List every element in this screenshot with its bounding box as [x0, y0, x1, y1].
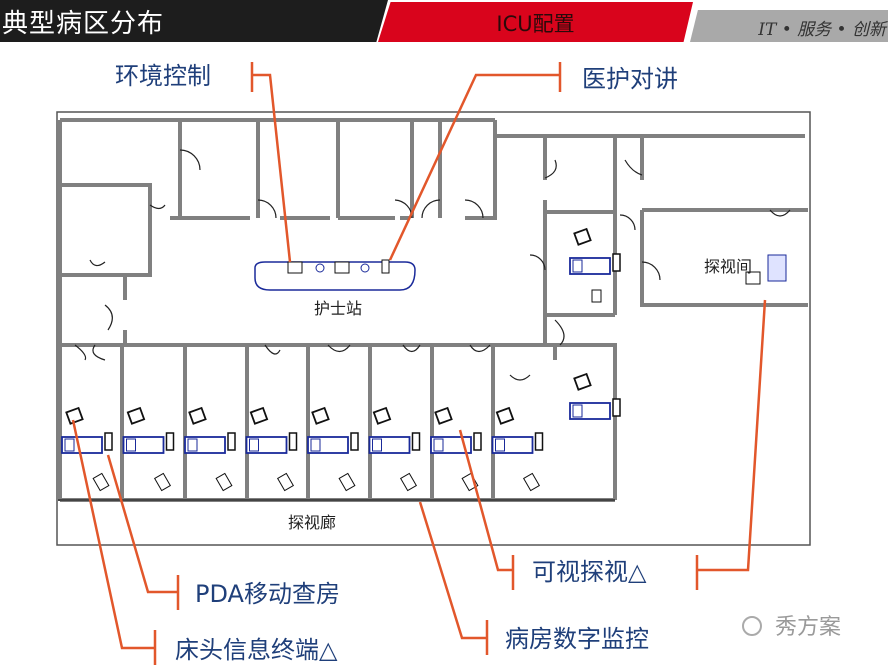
section-label: ICU配置 [496, 12, 575, 36]
callout-video-visit: 可视探视△ [532, 558, 647, 586]
bed-head-icon [372, 438, 382, 452]
watermark: 秀方案 [775, 615, 841, 640]
intercom-icon [381, 259, 390, 274]
camera-icon [399, 472, 418, 492]
monitor-icon [573, 227, 592, 246]
bedside-terminal-icon [104, 432, 113, 451]
wechat-icon [742, 616, 762, 636]
camera-icon [522, 472, 541, 492]
monitor-icon [372, 406, 392, 425]
bed-head-icon [572, 404, 583, 418]
visit-terminal-icon [767, 254, 787, 282]
bedside-terminal-icon [473, 432, 482, 451]
bed-icon [368, 436, 411, 454]
bedside-terminal-icon [165, 432, 175, 451]
camera-icon [215, 472, 233, 492]
bedside-terminal-icon [350, 432, 359, 451]
section-tab: ICU配置 [378, 2, 693, 42]
monitor-icon [334, 261, 350, 274]
camera-icon [276, 472, 295, 492]
callout-bedside-terminal: 床头信息终端△ [175, 636, 338, 664]
bed-head-icon [572, 259, 583, 273]
bed-icon [184, 436, 226, 454]
header-title-bar [0, 0, 388, 42]
callout-digital-monitoring: 病房数字监控 [505, 625, 649, 653]
camera-icon [153, 472, 172, 492]
phone-icon [360, 263, 370, 273]
bed-icon [430, 436, 472, 454]
bed-head-icon [249, 438, 259, 452]
monitor-icon [495, 406, 515, 425]
bed-icon [61, 436, 103, 454]
monitor-icon [434, 406, 453, 425]
bed-head-icon [187, 438, 198, 452]
walls [56, 111, 811, 546]
nurse-station-desk [254, 259, 416, 291]
bed-head-icon [126, 438, 136, 452]
camera-icon [92, 472, 110, 492]
bed-icon [491, 436, 534, 454]
slogan: IT • 服务 • 创新 [758, 20, 886, 40]
bedside-terminal-icon [612, 253, 621, 272]
page-title: 典型病区分布 [2, 9, 165, 39]
monitor-icon [126, 406, 146, 425]
slogan-bar: IT • 服务 • 创新 [690, 10, 888, 42]
nurse-station-label: 护士站 [314, 299, 362, 318]
bed-head-icon [64, 438, 75, 452]
bedside-terminal-icon [227, 432, 236, 451]
callout-environment-control: 环境控制 [115, 62, 211, 90]
camera-icon [338, 472, 356, 492]
monitor-icon [311, 406, 330, 425]
monitor-icon [65, 406, 84, 425]
bedside-terminal-icon [612, 398, 621, 417]
monitor-icon [573, 372, 592, 391]
bed-icon [307, 436, 349, 454]
callout-pda-rounds: PDA移动查房 [195, 580, 340, 608]
monitor-icon [287, 261, 303, 274]
bed-icon [245, 436, 288, 454]
monitor-icon [249, 406, 269, 425]
monitor-icon [745, 271, 761, 285]
bedside-terminal-icon [288, 432, 298, 451]
bed-icon [122, 436, 165, 454]
visit-room-label: 探视间 [704, 257, 752, 276]
bed-icon [569, 402, 611, 420]
callout-lines [71, 62, 767, 665]
bed-head-icon [495, 438, 505, 452]
monitor-icon [188, 406, 207, 425]
bed-head-icon [433, 438, 444, 452]
doors [74, 149, 791, 381]
callout-medical-intercom: 医护对讲 [582, 65, 678, 93]
bedside-terminal-icon [534, 432, 544, 451]
bedside-terminal-icon [411, 432, 421, 451]
visit-corridor-label: 探视廊 [288, 513, 336, 532]
phone-icon [315, 263, 325, 273]
bed-icon [569, 257, 611, 275]
camera-icon [591, 289, 602, 303]
bed-head-icon [310, 438, 321, 452]
